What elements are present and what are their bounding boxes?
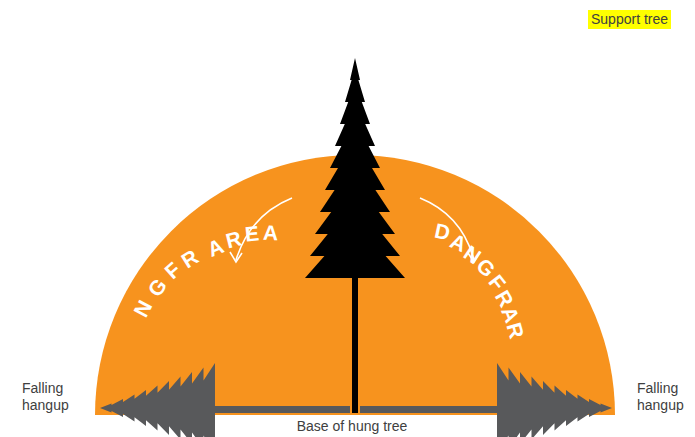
- hangup-trunk-right: [360, 406, 500, 413]
- danger-area-arc-right: DANGFR AR: [427, 215, 532, 346]
- hangup-crown-right: [497, 363, 612, 437]
- fall-arrow-left: [236, 198, 292, 260]
- arrowhead-left: [230, 252, 242, 262]
- danger-area-arc-left: NGFR AREA: [127, 216, 287, 324]
- hangup-trunk-left: [210, 406, 350, 413]
- falling-hangup-label: Falling hangup: [22, 380, 92, 414]
- hangup-crown-left: [100, 363, 215, 437]
- falling-hangup-label: Falling hangup: [637, 380, 691, 414]
- base-label: Base of hung tree: [297, 418, 408, 435]
- support-tree-label: Support tree: [588, 10, 671, 29]
- support-tree-crown: [305, 58, 405, 278]
